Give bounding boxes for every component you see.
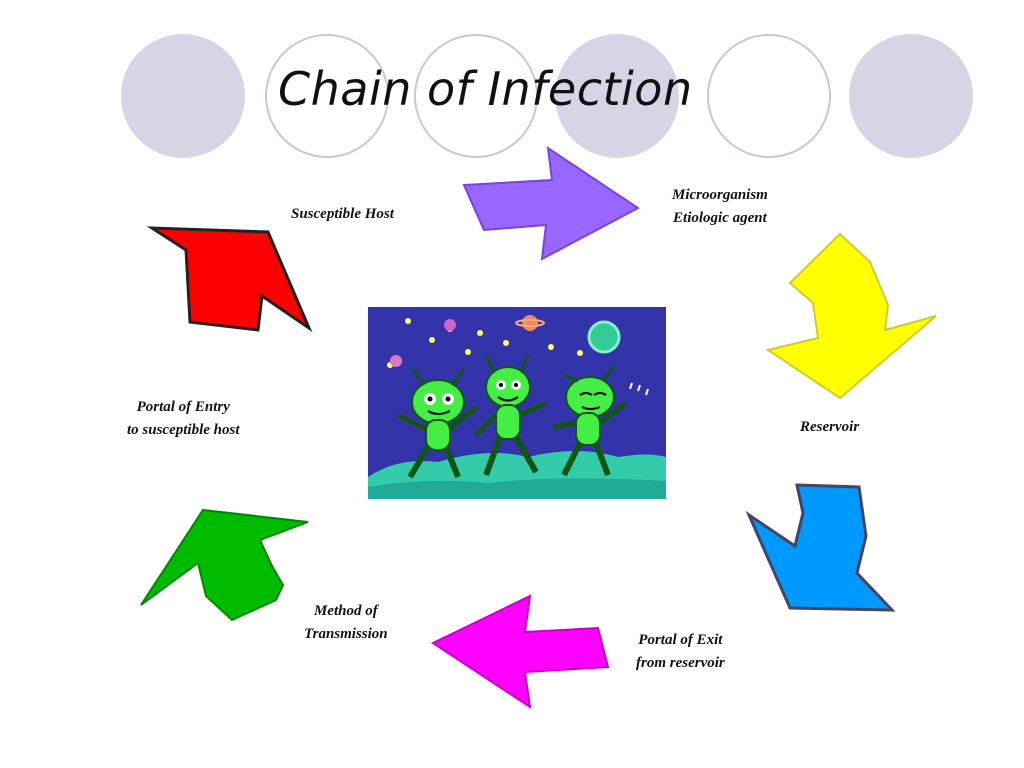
- slide-title: Chain of Infection: [278, 62, 693, 116]
- decor-circle-filled: [849, 34, 973, 158]
- arrow-purple: [462, 145, 640, 261]
- arrow-yellow: [765, 232, 937, 400]
- label-susceptible-host: Susceptible Host: [291, 206, 394, 222]
- label-method-of-transmission: Method of Transmission: [304, 603, 388, 642]
- decor-circle-filled: [121, 34, 245, 158]
- decor-circle-ring: [265, 34, 389, 158]
- label-portal-of-entry: Portal of Entry to susceptible host: [127, 399, 240, 438]
- label-microorganism: Microorganism Etiologic agent: [672, 187, 768, 226]
- decor-circle-filled: [555, 34, 679, 158]
- arrow-red: [146, 226, 313, 333]
- arrow-magenta: [430, 594, 610, 710]
- decor-circle-ring: [707, 34, 831, 158]
- center-clipart-aliens: [368, 307, 666, 499]
- arrow-blue: [745, 483, 896, 612]
- arrow-green: [140, 508, 309, 622]
- label-reservoir: Reservoir: [800, 419, 860, 435]
- label-portal-of-exit: Portal of Exit from reservoir: [636, 632, 725, 671]
- decor-circle-ring: [414, 34, 538, 158]
